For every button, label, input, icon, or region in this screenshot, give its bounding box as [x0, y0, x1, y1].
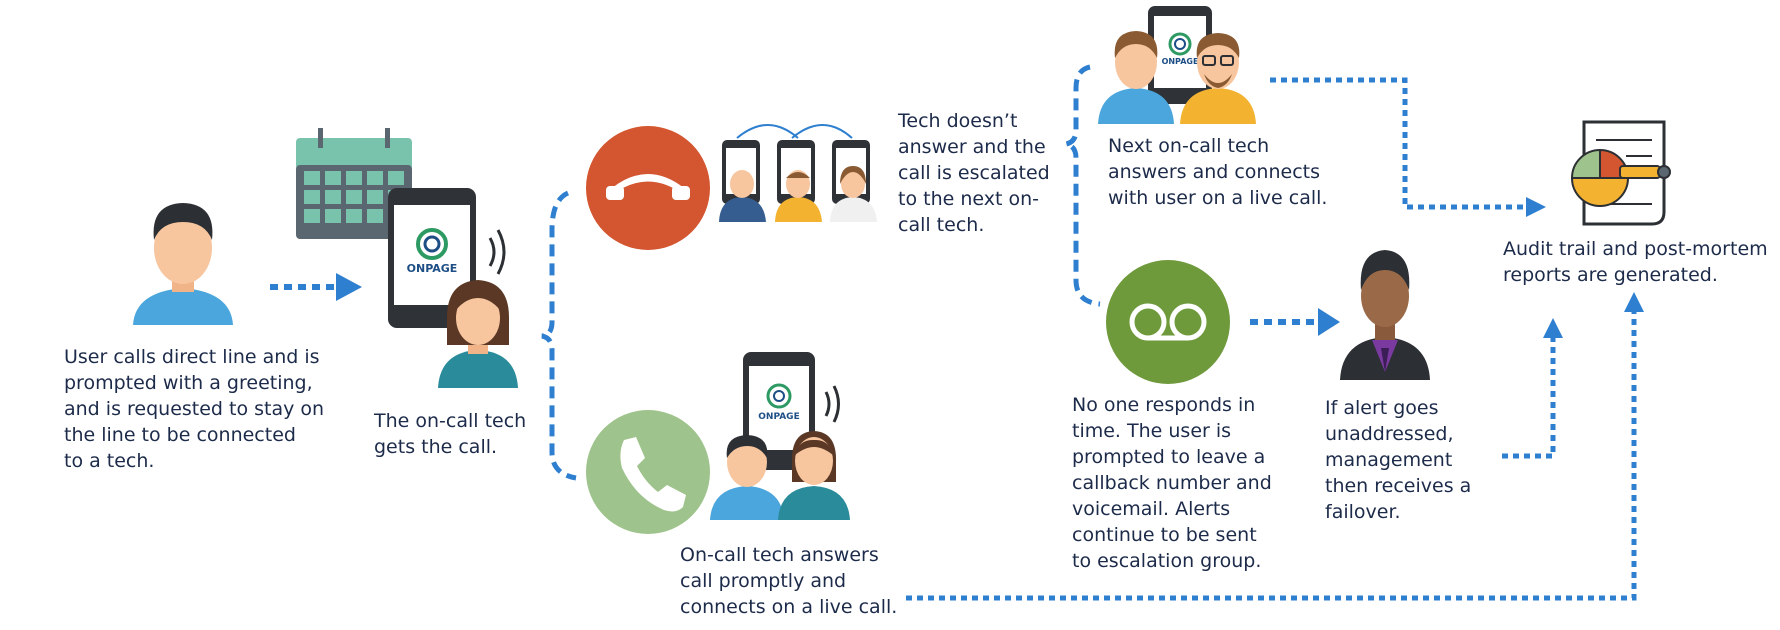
arrow-to-audit-mid: [1502, 335, 1556, 459]
accept-call-icon: [586, 410, 710, 534]
decline-call-icon: [586, 126, 710, 250]
step-answers-text: On-call tech answers call promptly and c…: [680, 544, 898, 618]
onpage-logo-text-3: ONPAGE: [1162, 57, 1199, 66]
tech-woman-icon: [438, 280, 518, 388]
escalation-phones-icon: [719, 124, 877, 222]
arrow-to-audit-top: [1270, 77, 1530, 210]
step-oncall-tech-text: The on-call tech gets the call.: [374, 410, 527, 458]
arrow-to-audit-bottom: [906, 310, 1637, 601]
step-failover-text: If alert goes unaddressed, management th…: [1325, 397, 1472, 523]
voicemail-icon: [1106, 260, 1230, 384]
manager-icon: [1340, 250, 1430, 380]
step-audit-text: Audit trail and post-mortem reports are …: [1503, 238, 1768, 286]
tech-pair-icon: [710, 431, 850, 520]
step-no-answer-text: Tech doesn’t answer and the call is esca…: [898, 110, 1050, 236]
user-person-icon: [133, 203, 233, 325]
onpage-logo-text-2: ONPAGE: [758, 412, 799, 422]
next-tech-pair-icon: [1098, 31, 1256, 124]
onpage-logo-text: ONPAGE: [407, 262, 458, 275]
step-no-response-text: No one responds in time. The user is pro…: [1072, 394, 1272, 572]
escalation-bracket: [1065, 64, 1101, 307]
step-next-tech-text: Next on-call tech answers and connects w…: [1108, 135, 1328, 209]
branch-brace: [541, 190, 577, 481]
report-icon: [1570, 120, 1671, 226]
calendar-icon: [296, 128, 412, 239]
step-user-call-text: User calls direct line and is prompted w…: [64, 346, 325, 472]
